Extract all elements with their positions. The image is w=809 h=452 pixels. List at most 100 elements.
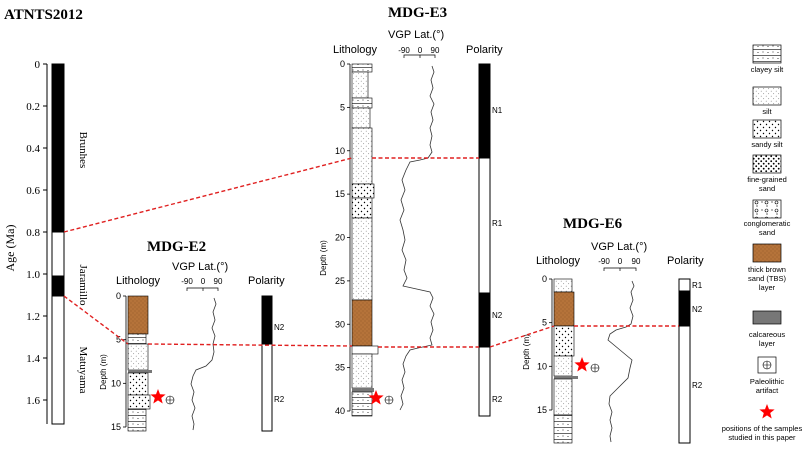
- e6-polarity-r1: R1: [692, 281, 703, 290]
- e2-vgp-tick-0: 0: [201, 277, 206, 286]
- e6-vgp-tick-0: 0: [618, 257, 623, 266]
- e2-sample-star: [150, 389, 166, 404]
- jaramillo-normal-block: [51, 275, 65, 297]
- e6-depth-tick-label: 10: [537, 361, 547, 371]
- correlation-brunhes-e3: [63, 157, 353, 233]
- age-axis-ticks: 00.20.40.60.81.01.21.41.6: [26, 59, 47, 407]
- legend-fine-line2: sand: [759, 184, 775, 193]
- mdg-e2-section: Lithology VGP Lat.(°) Polarity -90 0 90 …: [99, 261, 285, 432]
- e3-depth-label: Depth (m): [319, 240, 328, 276]
- age-tick-label: 1.6: [26, 395, 40, 407]
- mdg-e3-section: Lithology VGP Lat.(°) Polarity -90 0 90 …: [319, 29, 503, 417]
- e2-polarity-n2: N2: [274, 323, 285, 332]
- legend: clayey silt silt sandy silt fine-grained…: [722, 44, 803, 442]
- e2-tbs-layer: [127, 295, 149, 335]
- e2-depth-label: Depth (m): [99, 354, 108, 390]
- e3-depth-tick-label: 25: [335, 276, 345, 286]
- e6-vgp-tick-90: 90: [632, 257, 641, 266]
- e3-depth-tick-label: 35: [335, 363, 345, 373]
- legend-clayey-silt: clayey silt: [751, 65, 784, 74]
- mdg-e3-title: MDG-E3: [388, 5, 447, 21]
- matuyama-reverse-block-1: [51, 231, 65, 277]
- atnts-timescale: Age (Ma) 00.20.40.60.81.01.21.41.6 Brunh…: [3, 59, 89, 425]
- e3-vgp-curve: [399, 65, 435, 411]
- e6-sample-star: [574, 357, 590, 372]
- e6-vgp-curve: [607, 280, 635, 443]
- e3-depth-tick-label: 15: [335, 189, 345, 199]
- e2-polarity-r2: R2: [274, 395, 285, 404]
- e6-polarity-header: Polarity: [667, 255, 704, 267]
- e3-depth-tick-label: 40: [335, 406, 345, 416]
- e2-depth-tick-label: 15: [111, 422, 121, 432]
- chron-matuyama: Matuyama: [77, 346, 89, 393]
- e2-polarity-header: Polarity: [248, 275, 285, 287]
- age-tick-label: 0.6: [26, 185, 40, 197]
- age-tick-label: 1.0: [26, 269, 40, 281]
- legend-fine-line1: fine-grained: [747, 175, 787, 184]
- correlation-lines: [63, 157, 679, 348]
- e3-vgp-tick-neg90: -90: [398, 46, 410, 55]
- e2-depth-tick-label: 10: [111, 378, 121, 388]
- e3-depth-tick-label: 30: [335, 319, 345, 329]
- e6-vgp-header: VGP Lat.(°): [591, 241, 647, 253]
- e6-calcareous-layer: [554, 376, 578, 379]
- e3-vgp-tick-90: 90: [431, 46, 440, 55]
- e3-vgp-header: VGP Lat.(°): [388, 29, 444, 41]
- correlation-jaramillo-e2: [63, 295, 129, 345]
- e2-vgp-tick-90: 90: [214, 277, 223, 286]
- e3-polarity-r2: R2: [492, 395, 503, 404]
- e6-tbs-layer: [553, 291, 575, 327]
- matuyama-reverse-block-2: [51, 295, 65, 425]
- e3-depth-tick-label: 20: [335, 233, 345, 243]
- e6-depth-tick-label: 0: [542, 274, 547, 284]
- e3-polarity-header: Polarity: [466, 44, 503, 56]
- mdg-e2-title: MDG-E2: [147, 239, 206, 255]
- age-tick-label: 1.4: [26, 353, 40, 365]
- e6-vgp-tick-neg90: -90: [598, 257, 610, 266]
- e2-depth-tick-label: 5: [116, 335, 121, 345]
- chron-brunhes: Brunhes: [77, 132, 89, 169]
- mdg-e6-section: Lithology VGP Lat.(°) Polarity -90 0 90 …: [522, 241, 704, 444]
- correlation-e3-e6: [489, 325, 555, 348]
- e6-depth-tick-label: 5: [542, 318, 547, 328]
- legend-silt: silt: [762, 107, 772, 116]
- age-axis-label: Age (Ma): [3, 225, 17, 272]
- e6-depth-tick-label: 15: [537, 405, 547, 415]
- atnts-title: ATNTS2012: [4, 7, 83, 23]
- brunhes-normal-block: [51, 63, 65, 233]
- e6-depth-label: Depth (m): [522, 334, 531, 370]
- chron-jaramillo: Jaramillo: [77, 265, 89, 306]
- e3-polarity-n1: N1: [492, 106, 503, 115]
- e2-depth-tick-label: 0: [116, 291, 121, 301]
- e3-calcareous-layer: [352, 388, 374, 392]
- mdg-e6-title: MDG-E6: [563, 216, 623, 232]
- e2-depth-ticks: 0 5 10 15: [111, 291, 127, 432]
- e2-calcareous-layer: [128, 370, 152, 373]
- age-tick-label: 1.2: [26, 311, 40, 323]
- e2-vgp-header: VGP Lat.(°): [172, 261, 228, 273]
- e6-lithology-header: Lithology: [536, 255, 581, 267]
- legend-sandy-silt: sandy silt: [751, 140, 783, 149]
- age-tick-label: 0: [35, 59, 41, 71]
- e3-depth-tick-label: 5: [340, 102, 345, 112]
- e3-tbs-layer: [351, 299, 373, 347]
- age-tick-label: 0.2: [26, 101, 40, 113]
- e2-vgp-tick-neg90: -90: [181, 277, 193, 286]
- correlation-e2-e3: [147, 343, 353, 347]
- e3-depth-tick-label: 0: [340, 59, 345, 69]
- e2-lithology-header: Lithology: [116, 275, 161, 287]
- e3-polarity-n2: N2: [492, 311, 503, 320]
- legend-star-icon: [759, 404, 775, 419]
- e2-vgp-curve: [190, 297, 217, 431]
- e6-depth-ticks: 0 5 10 15: [537, 274, 553, 415]
- e6-polarity-n2: N2: [692, 305, 703, 314]
- e3-lithology-header: Lithology: [333, 44, 378, 56]
